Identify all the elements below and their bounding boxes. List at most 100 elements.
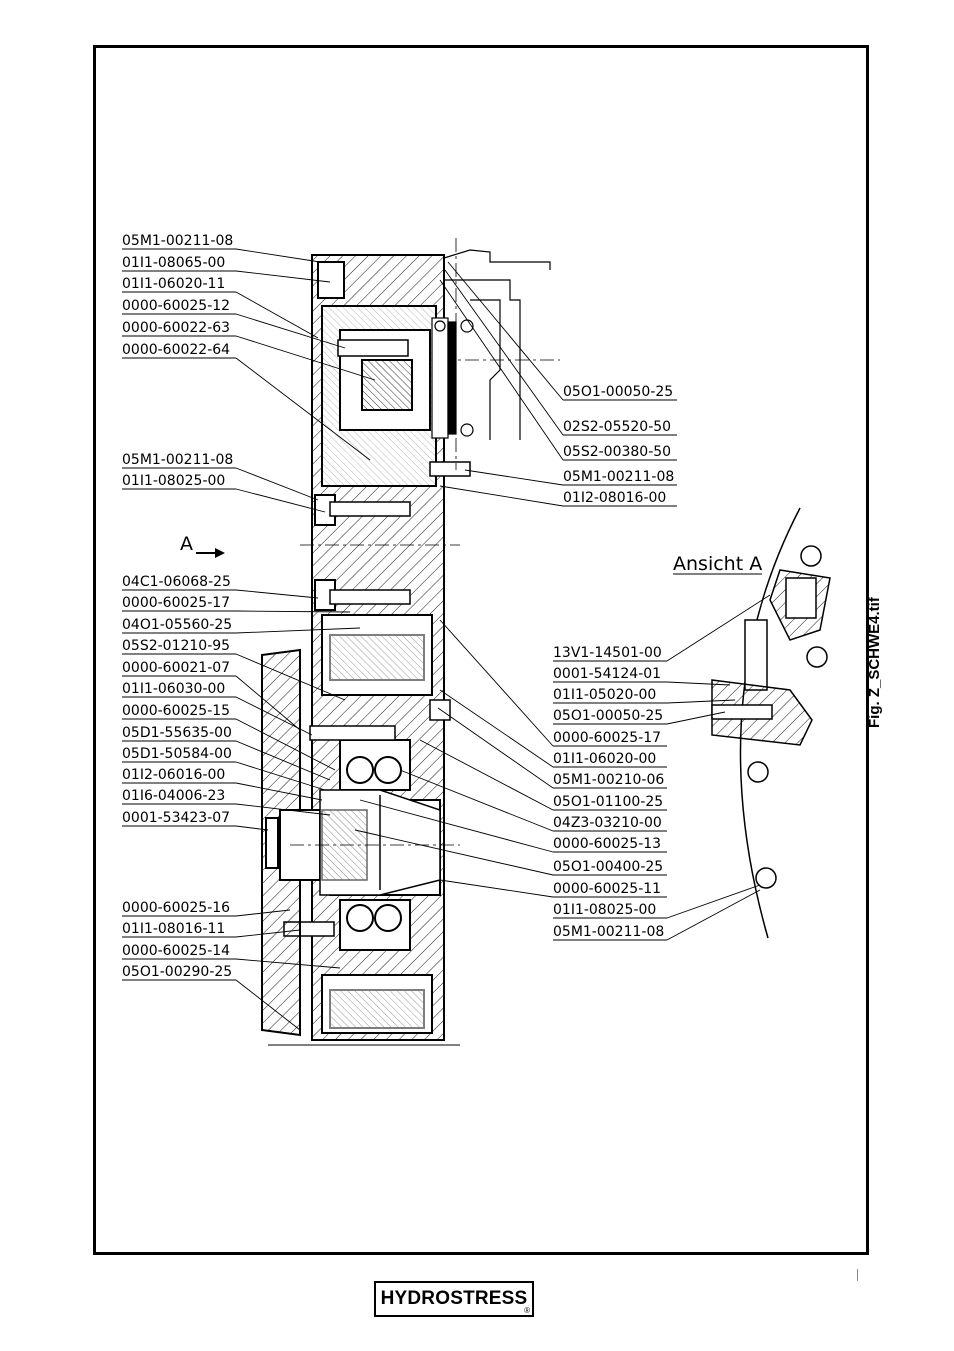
left-part-label: 01I1-08025-00	[122, 473, 326, 513]
left-part-label: 0000-60025-16	[122, 900, 291, 917]
part-number-text: 05S2-00380-50	[563, 444, 671, 460]
left-part-label: 0000-60025-15	[122, 703, 336, 771]
leader-line	[359, 799, 554, 853]
left-part-label: 05D1-50584-00	[122, 746, 326, 791]
right-part-label: 0000-60025-13	[359, 799, 667, 853]
part-number-text: 01I1-06020-11	[122, 276, 225, 292]
main-housing-section	[311, 254, 445, 1041]
leader-line	[235, 627, 361, 634]
leader-line	[235, 782, 323, 801]
left-part-label: 01I1-08065-00	[122, 255, 331, 283]
leader-line	[666, 711, 726, 725]
leader-line	[666, 889, 761, 941]
leader-line	[666, 681, 731, 686]
right-part-label: 0001-54124-01	[553, 666, 731, 686]
left-part-labels: 05M1-00211-08 01I1-08065-00 01I1-06020-11 0…	[122, 233, 376, 1031]
leader-line	[437, 707, 554, 789]
leader-line	[439, 689, 554, 768]
right-part-label: 01I1-08025-00	[553, 884, 761, 919]
leader-line	[235, 761, 326, 791]
leader-line	[235, 825, 269, 831]
part-number-text: 05O1-01100-25	[553, 794, 663, 810]
left-part-label: 0000-60022-63	[122, 320, 376, 381]
leader-line	[235, 653, 346, 701]
brand-name: HYDROSTRESS	[380, 1288, 528, 1309]
left-part-label: 05O1-00290-25	[122, 964, 301, 1031]
left-part-label: 0000-60025-12	[122, 298, 346, 349]
part-number-text: 05M1-00210-06	[553, 772, 664, 788]
part-number-text: 05O1-00050-25	[553, 708, 663, 724]
leader-line	[666, 594, 771, 662]
left-part-label: 05D1-55635-00	[122, 725, 331, 781]
view-arrow: A	[180, 533, 225, 558]
leader-line	[235, 291, 319, 339]
part-number-text: 01I6-04006-23	[122, 788, 225, 804]
leader-line	[235, 803, 331, 816]
part-number-text: 01I2-08016-00	[563, 490, 666, 506]
part-number-text: 01I1-08016-11	[122, 921, 225, 937]
part-number-text: 05M1-00211-08	[553, 924, 664, 940]
part-number-text: 0000-60022-63	[122, 320, 230, 336]
right-part-label: 05S2-00380-50	[439, 279, 677, 461]
left-flange-cover	[261, 648, 321, 1037]
leader-line	[235, 958, 341, 969]
part-number-text: 01I1-08065-00	[122, 255, 225, 271]
figure-caption: Fig. Z_SCHWE4.tif	[866, 597, 883, 728]
right-part-labels: 05O1-00050-2502S2-05520-5005S2-00380-500…	[354, 261, 771, 941]
part-number-text: 0000-60025-15	[122, 703, 230, 719]
leader-line	[235, 313, 346, 349]
part-number-text: 05M1-00211-08	[122, 233, 233, 249]
right-part-label: 01I1-06020-00	[439, 689, 667, 768]
part-number-text: 0001-53423-07	[122, 810, 230, 826]
part-number-text: 04C1-06068-25	[122, 574, 231, 590]
left-part-label: 0000-60022-64	[122, 342, 371, 461]
left-part-label: 01I1-06030-00	[122, 681, 313, 736]
part-number-text: 01I2-06016-00	[122, 767, 225, 783]
leader-line	[235, 467, 319, 501]
part-number-text: 05S2-01210-95	[122, 638, 230, 654]
part-number-text: 01I1-08025-00	[553, 902, 656, 918]
leader-line	[235, 675, 301, 731]
left-part-label: 01I1-08016-11	[122, 921, 301, 938]
left-part-label: 0000-60025-14	[122, 943, 341, 969]
leader-line	[235, 357, 371, 461]
leader-line	[235, 335, 376, 381]
part-number-text: 01I1-06030-00	[122, 681, 225, 697]
leader-line	[666, 884, 761, 919]
left-part-label: 05S2-01210-95	[122, 638, 346, 701]
part-number-text: 05O1-00400-25	[553, 859, 663, 875]
right-part-label: 05O1-00400-25	[354, 829, 667, 876]
leader-line	[235, 740, 331, 781]
leader-line	[439, 879, 554, 898]
detail-view-a	[711, 507, 831, 939]
left-part-label: 01I2-06016-00	[122, 767, 323, 801]
left-part-label: 01I1-06020-11	[122, 276, 319, 339]
leader-line	[447, 261, 564, 401]
right-part-label: 01I1-05020-00	[553, 687, 736, 704]
part-number-text: 0000-60025-16	[122, 900, 230, 916]
leader-line	[464, 469, 564, 486]
drawing-frame	[93, 45, 869, 1255]
left-part-label: 04C1-06068-25	[122, 574, 319, 599]
leader-line	[439, 485, 564, 507]
leader-line	[235, 248, 321, 263]
part-number-text: 0000-60025-12	[122, 298, 230, 314]
leader-line	[235, 929, 301, 938]
hydrostress-logo: HYDROSTRESS ®	[374, 1281, 534, 1317]
right-part-label: 05O1-01100-25	[419, 739, 667, 811]
leader-line	[235, 610, 351, 613]
leader-line	[235, 270, 331, 283]
left-part-label: 05M1-00211-08	[122, 233, 321, 263]
left-part-label: 0001-53423-07	[122, 810, 269, 831]
upper-right-attachment	[431, 249, 551, 440]
part-number-text: 05D1-50584-00	[122, 746, 232, 762]
part-number-text: 13V1-14501-00	[553, 645, 662, 661]
right-part-label: 0000-60025-17	[439, 619, 667, 747]
part-number-text: 05M1-00211-08	[563, 469, 674, 485]
part-number-text: 05M1-00211-08	[122, 452, 233, 468]
right-part-label: 05O1-00050-25	[447, 261, 677, 401]
leader-line	[235, 696, 313, 736]
left-part-label: 05M1-00211-08	[122, 452, 319, 501]
leader-line	[235, 979, 301, 1031]
